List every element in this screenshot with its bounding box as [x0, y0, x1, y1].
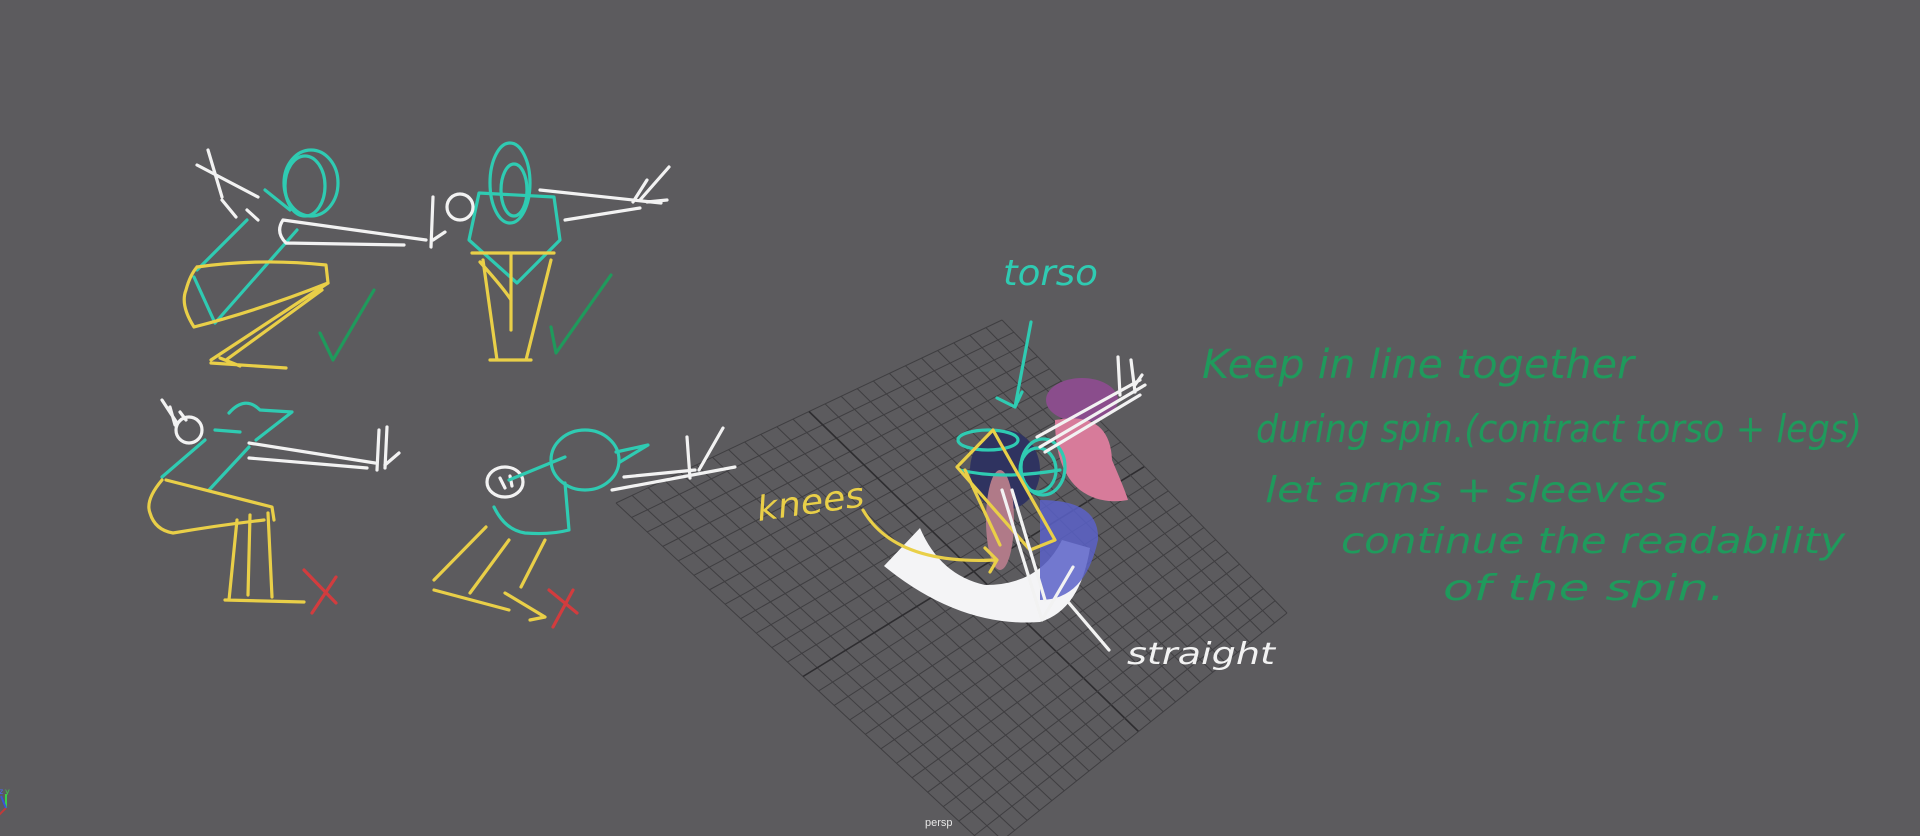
axis-gizmo: z y [0, 787, 10, 816]
camera-label: persp [925, 817, 953, 829]
spin-notes: Keep in line together during spin.(contr… [1202, 342, 1862, 609]
axis-label-y: y [5, 787, 10, 796]
hair-pink [1055, 418, 1128, 502]
note-line-1: Keep in line together [1202, 342, 1637, 388]
ground-grid [615, 319, 1288, 836]
grid-line [985, 327, 1275, 624]
sketch-squat-forward-bad [432, 426, 737, 629]
knees-label: knees [754, 475, 867, 530]
grid-line [1006, 612, 1288, 836]
grid-line [1001, 319, 1288, 614]
note-line-5: of the spin. [1443, 568, 1725, 609]
sketch-squat-side-good [182, 148, 447, 370]
middle-annotations [861, 320, 1147, 652]
sketch-squat-side-bad [147, 398, 401, 615]
axis-label-z: z [0, 787, 3, 796]
note-line-4: continue the readability [1341, 521, 1846, 562]
skirt-blur [1040, 500, 1099, 600]
note-line-3: let arms + sleeves [1265, 470, 1667, 511]
skirt-spin-arc [884, 528, 1090, 623]
grid-line [927, 563, 1240, 793]
note-line-2: during spin.(contract torso + legs) [1256, 407, 1862, 451]
sketch-squat-front-good [445, 141, 671, 362]
straight-label: straight [1127, 637, 1277, 672]
grid-line [974, 600, 1276, 836]
character-model[interactable] [884, 378, 1128, 623]
legs [986, 470, 1014, 570]
torso-label: torso [1003, 253, 1098, 294]
grid-line [958, 588, 1264, 822]
grid-line [942, 575, 1252, 808]
